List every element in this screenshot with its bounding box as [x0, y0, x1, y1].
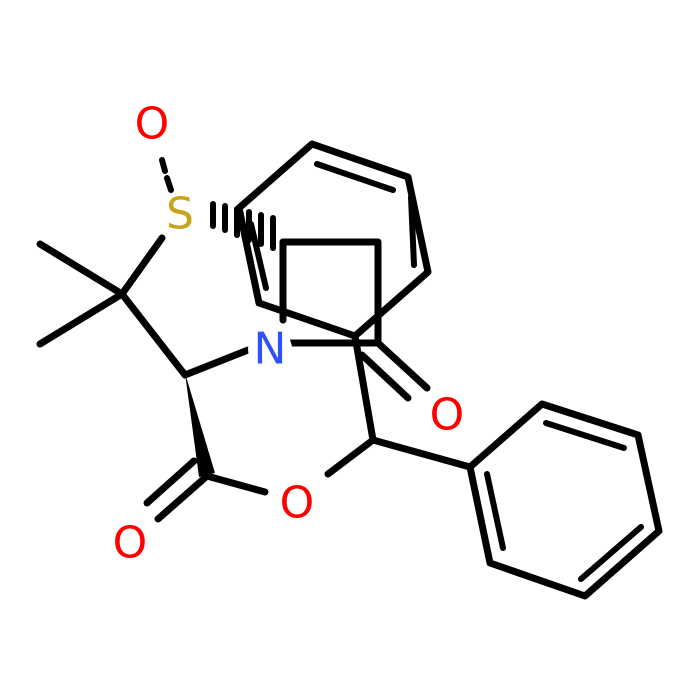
nitrogen-label: N	[254, 324, 287, 375]
solid-wedge-bond	[185, 373, 215, 477]
ester-group	[143, 332, 474, 523]
phenyl-ring-bottom-double-3	[484, 471, 506, 551]
hash-line	[164, 175, 174, 193]
atom-labels: O S N O O O	[113, 99, 465, 569]
phenyl-ring-top-double-3	[248, 221, 269, 291]
hash-line	[159, 157, 168, 174]
o-to-ch-bond	[324, 436, 377, 478]
lactam-bond-path	[279, 238, 382, 347]
methyl-bond-lower	[36, 290, 126, 348]
label-bg	[158, 192, 202, 236]
ester-carbon-to-o-bond	[203, 472, 269, 496]
label-bg	[130, 102, 174, 146]
thiazolidine-ring	[36, 234, 252, 379]
phenyl-ring-bottom-double-1	[543, 420, 627, 451]
methyl-bond-upper	[36, 240, 126, 298]
ch-to-phenyl-bond	[369, 436, 474, 471]
carbonyl-oxygen-label: O	[113, 518, 148, 569]
phenyl-ring-bottom-double-2	[578, 524, 644, 582]
label-bg	[248, 327, 292, 371]
c-quaternary-c-alpha-bond	[118, 290, 189, 379]
ester-carbonyl-bond-2	[143, 457, 198, 507]
lactam-carbonyl-bond-1	[374, 339, 431, 392]
lactam-oxygen-label: O	[430, 390, 465, 441]
label-bg	[108, 521, 152, 565]
sulfoxide-bond	[159, 157, 174, 193]
phenyl-ring-bottom	[466, 400, 663, 600]
sulfur-label: S	[166, 189, 194, 240]
lactam-carbonyl-bond-2	[358, 351, 412, 402]
s-c-quaternary-bond	[118, 234, 166, 298]
beta-lactam-ring	[279, 238, 431, 402]
ester-carbonyl-bond-1	[154, 472, 211, 523]
label-bg	[275, 481, 319, 525]
c-alpha-n-bond	[181, 346, 252, 379]
phenyl-ring-top-double-2	[408, 194, 417, 268]
hashed-wedge-bond	[210, 201, 276, 251]
phenyl-ring-bottom-outline	[466, 400, 663, 600]
n-to-ch-bond	[351, 332, 377, 444]
label-backgrounds	[108, 102, 469, 565]
sulfoxide-oxygen-label: O	[135, 99, 170, 150]
label-bg	[425, 393, 469, 437]
ester-oxygen-label: O	[280, 478, 315, 529]
phenyl-ring-top-double-1	[314, 161, 396, 193]
